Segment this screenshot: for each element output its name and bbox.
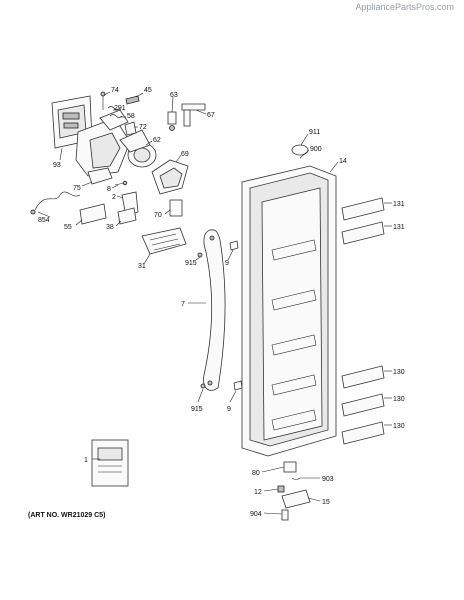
part-911	[291, 144, 309, 156]
label-8: 8	[107, 186, 111, 193]
label-915-a: 915	[185, 260, 197, 267]
label-9-b: 9	[227, 406, 231, 413]
part-904	[281, 509, 289, 521]
label-74: 74	[111, 87, 119, 94]
part-131-bin-a	[341, 197, 385, 221]
part-854-harness	[34, 191, 81, 211]
label-93: 93	[53, 162, 61, 169]
label-915-b: 915	[191, 406, 203, 413]
label-72: 72	[139, 124, 147, 131]
label-63: 63	[170, 92, 178, 99]
part-9-top	[229, 240, 239, 251]
label-1: 1	[84, 457, 88, 464]
callout-labels: 74 45 291 58 63 67 72 62 93 69 911 900 1…	[38, 87, 405, 518]
label-131-b: 131	[393, 224, 405, 231]
part-80	[283, 461, 297, 473]
part-7-handle	[203, 229, 226, 391]
label-75: 75	[73, 185, 81, 192]
part-31-drip-tray	[141, 227, 187, 255]
part-8-screw	[114, 180, 128, 186]
label-15: 15	[322, 499, 330, 506]
label-130-c: 130	[393, 423, 405, 430]
label-911: 911	[309, 129, 320, 136]
part-9-bottom	[233, 380, 243, 391]
label-62: 62	[153, 137, 161, 144]
part-15	[281, 489, 311, 509]
part-130-bin-b	[341, 393, 385, 417]
label-80: 80	[252, 470, 260, 477]
label-12: 12	[254, 489, 262, 496]
label-130-b: 130	[393, 396, 405, 403]
label-58: 58	[127, 113, 135, 120]
label-854: 854	[38, 217, 50, 224]
watermark: AppliancePartsPros.com	[355, 2, 454, 12]
part-70	[169, 199, 183, 217]
art-number: (ART NO. WR21029 C5)	[28, 512, 106, 519]
label-2: 2	[112, 194, 116, 201]
label-31: 31	[138, 263, 146, 270]
label-69: 69	[181, 151, 189, 158]
part-12	[277, 485, 285, 493]
part-915-bottom	[200, 383, 206, 389]
part-45	[125, 95, 140, 105]
label-904: 904	[250, 511, 262, 518]
part-38	[117, 207, 137, 225]
part-903	[291, 477, 301, 480]
part-130-bin-a	[341, 365, 385, 389]
label-130-a: 130	[393, 369, 405, 376]
part-duct-ring	[119, 129, 157, 168]
part-dispenser-housing	[75, 109, 131, 177]
leader-lines	[37, 91, 392, 515]
label-70: 70	[154, 212, 162, 219]
part-131-bin-b	[341, 221, 385, 245]
label-131-a: 131	[393, 201, 405, 208]
part-14-door	[241, 165, 337, 457]
part-55	[79, 203, 107, 225]
part-130-bin-c	[341, 421, 385, 445]
part-63	[167, 111, 177, 131]
part-72	[124, 121, 137, 136]
part-69	[151, 159, 189, 195]
part-291	[107, 106, 121, 110]
part-915-top	[197, 252, 203, 258]
label-67: 67	[207, 112, 215, 119]
part-75	[87, 167, 113, 185]
label-45: 45	[144, 87, 152, 94]
label-7: 7	[181, 301, 185, 308]
label-291: 291	[114, 105, 126, 112]
label-900: 900	[310, 146, 322, 153]
part-1-card	[91, 439, 129, 487]
label-14: 14	[339, 158, 347, 165]
part-67	[181, 103, 206, 127]
label-9-a: 9	[225, 260, 229, 267]
label-903: 903	[322, 476, 334, 483]
label-38: 38	[106, 224, 114, 231]
label-55: 55	[64, 224, 72, 231]
